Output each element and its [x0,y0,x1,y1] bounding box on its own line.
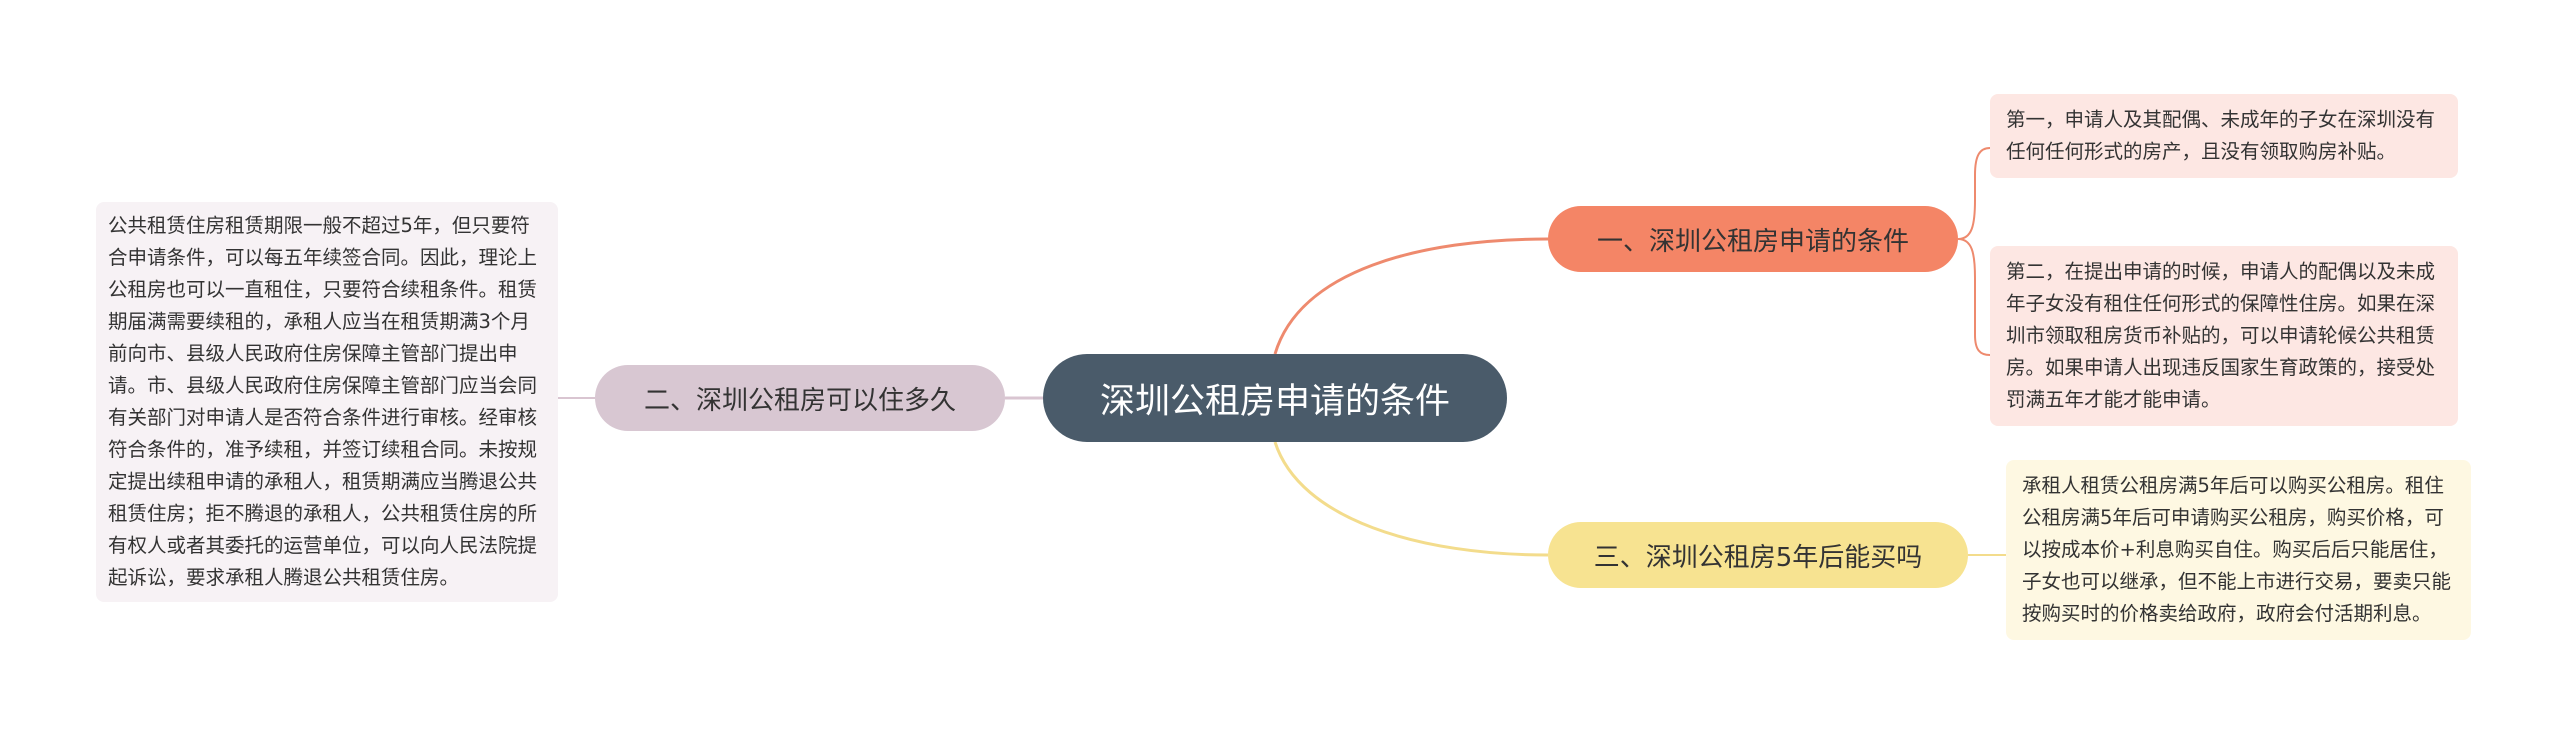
branch-topic-label: 一、深圳公租房申请的条件 [1596,226,1909,257]
branch-topic-label: 三、深圳公租房5年后能买吗 [1593,542,1923,573]
branch-topic-label: 二、深圳公租房可以住多久 [643,385,956,416]
leaf-note-condition-one[interactable]: 第一，申请人及其配偶、未成年的子女在深圳没有任何任何形式的房产，且没有领取购房补… [1990,94,2458,178]
branch-topic-duration[interactable]: 二、深圳公租房可以住多久 [595,365,1005,431]
leaf-note-text: 承租人租赁公租房满5年后可以购买公租房。租住公租房满5年后可申请购买公租房，购买… [2022,474,2452,625]
connector-branch1-leaf1 [1957,147,1991,240]
leaf-note-condition-two[interactable]: 第二，在提出申请的时候，申请人的配偶以及未成年子女没有租住任何形式的保障性住房。… [1990,246,2458,426]
leaf-note-lease-duration[interactable]: 公共租赁住房租赁期限一般不超过5年，但只要符合申请条件，可以每五年续签合同。因此… [96,202,558,602]
central-topic-label: 深圳公租房申请的条件 [1099,381,1450,422]
leaf-note-text: 公共租赁住房租赁期限一般不超过5年，但只要符合申请条件，可以每五年续签合同。因此… [108,214,538,589]
branch-topic-conditions[interactable]: 一、深圳公租房申请的条件 [1548,206,1958,272]
central-topic[interactable]: 深圳公租房申请的条件 [1043,354,1507,442]
leaf-note-text: 第一，申请人及其配偶、未成年的子女在深圳没有任何任何形式的房产，且没有领取购房补… [2006,108,2436,163]
connector-central-branch3 [1273,441,1549,557]
leaf-note-purchase-after-five-years[interactable]: 承租人租赁公租房满5年后可以购买公租房。租住公租房满5年后可申请购买公租房，购买… [2006,460,2471,640]
connector-branch1-leaf2 [1957,238,1991,356]
connector-central-branch1 [1273,237,1549,355]
leaf-note-text: 第二，在提出申请的时候，申请人的配偶以及未成年子女没有租住任何形式的保障性住房。… [2006,260,2436,411]
branch-topic-purchase[interactable]: 三、深圳公租房5年后能买吗 [1548,522,1968,588]
